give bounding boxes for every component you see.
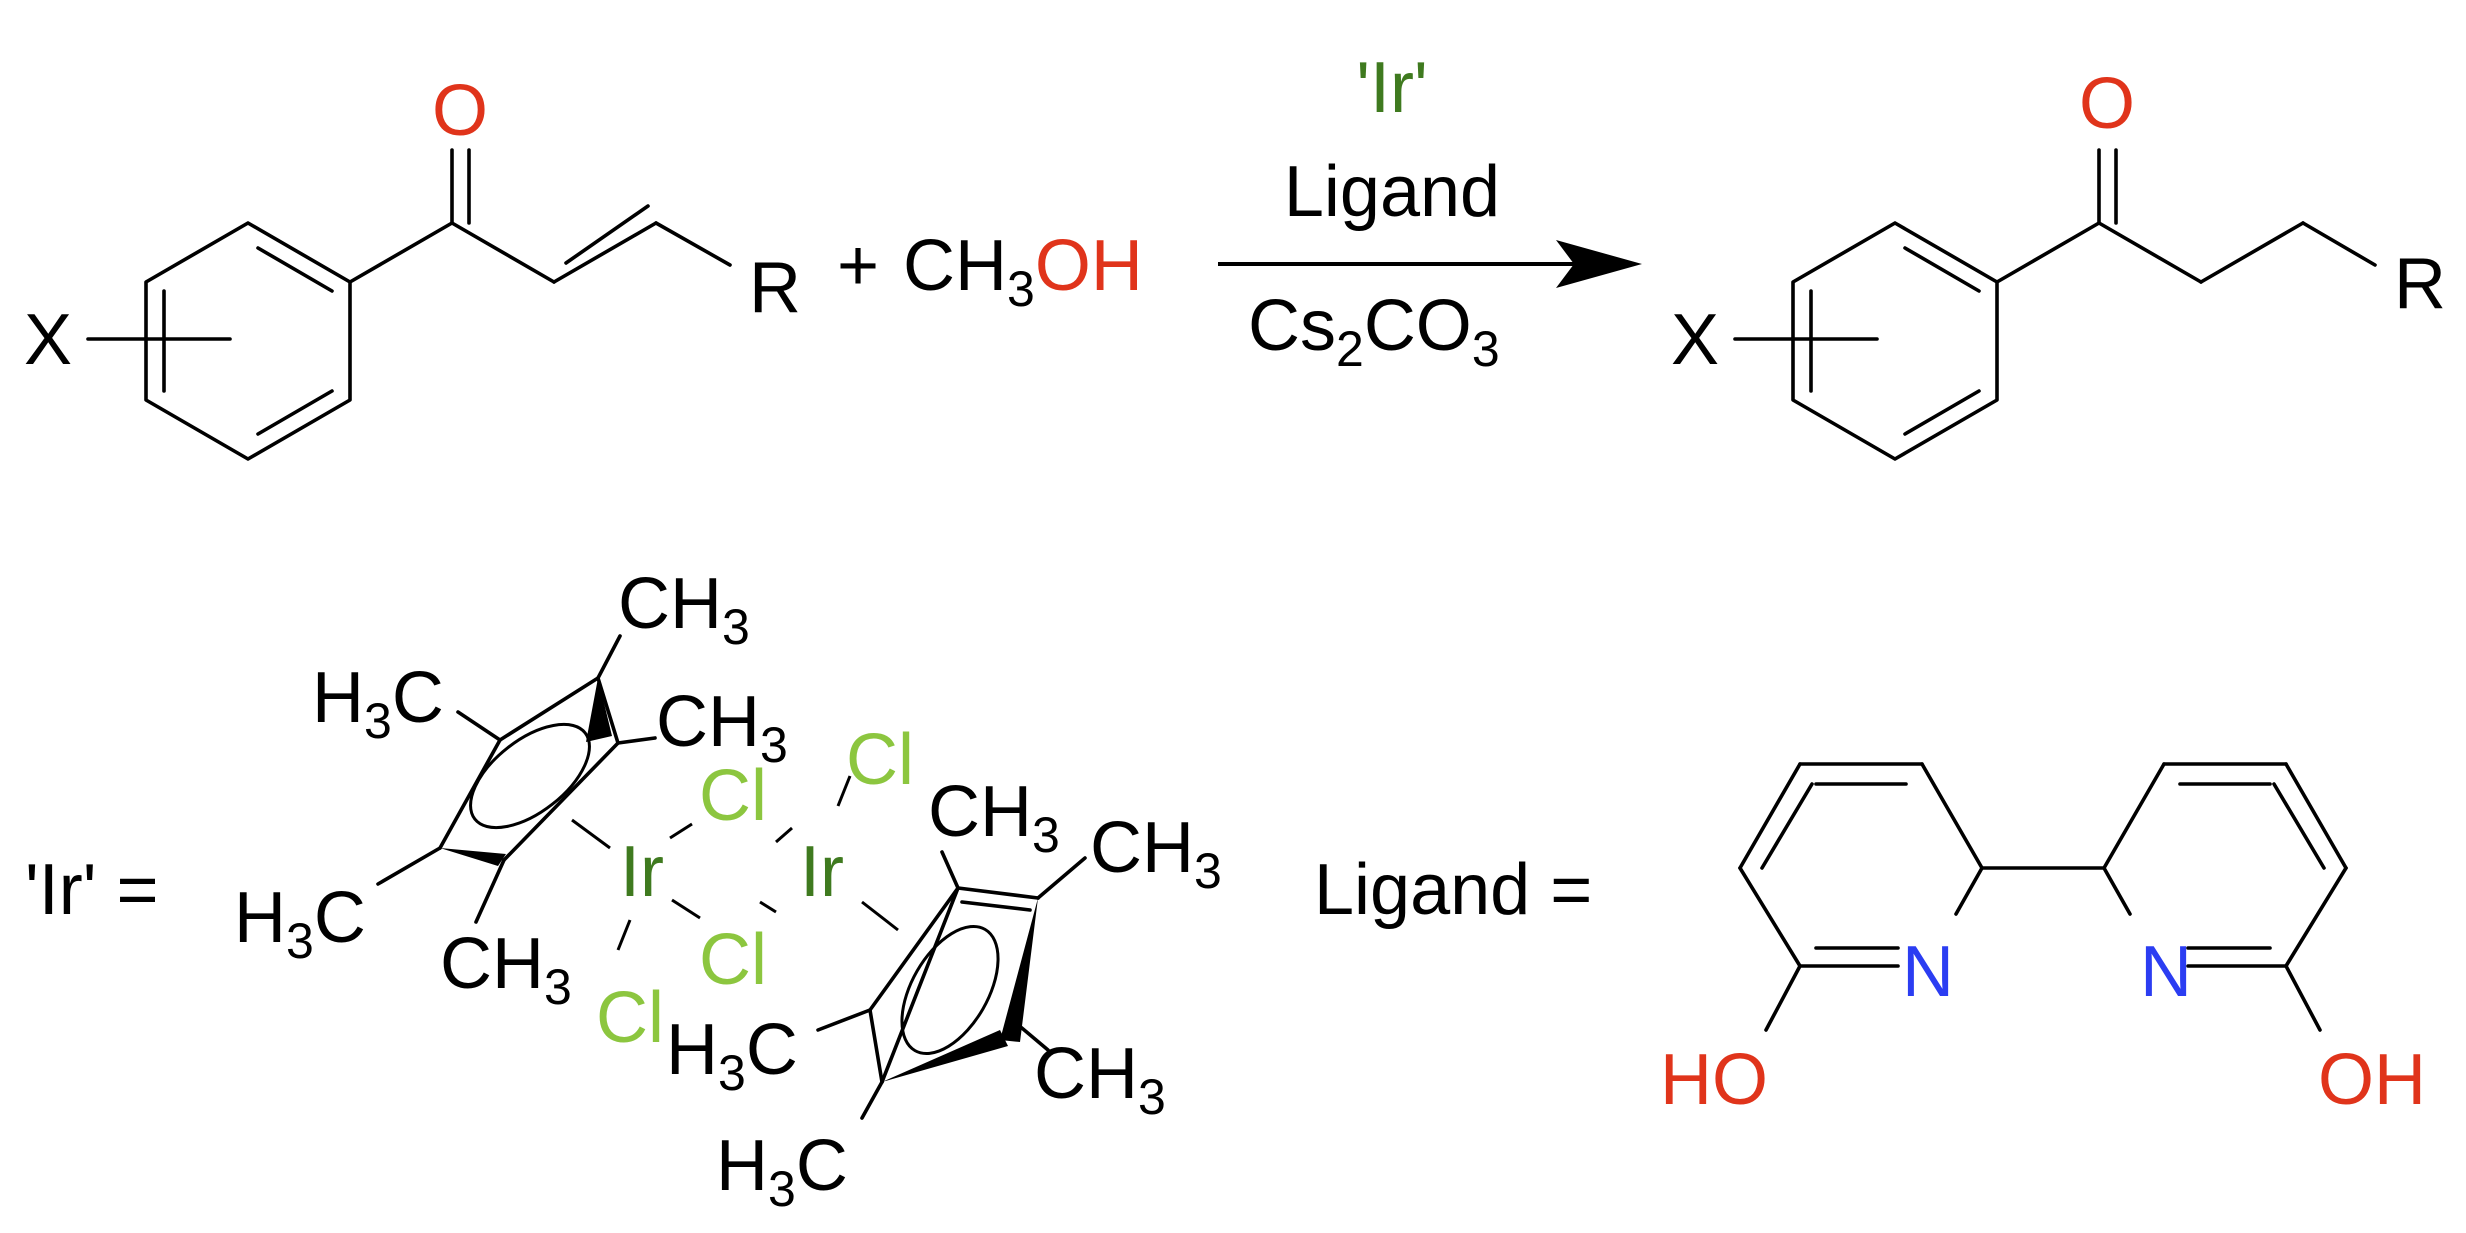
reactant-x-substituent: X [24,300,72,380]
methyl-label: CH3 [618,564,750,655]
base-co: CO [1364,286,1472,366]
iridium-atom-left: Ir [620,832,664,912]
base-sub-2: 2 [1336,321,1364,377]
base-sub-3: 3 [1472,321,1500,377]
base-formula: Cs2CO3 [1248,286,1500,377]
nitrogen-atom-left: N [1902,932,1954,1012]
ligand-definition-label: Ligand = [1314,850,1592,930]
pyridine-ring-left [1738,762,1984,968]
chloride-bridge-top: Cl [699,756,767,836]
reactant-oxygen-label: O [432,71,488,151]
bipyridinediol-structure: N N HO OH [1660,762,2426,1120]
product-ketone: O X R [1671,64,2446,461]
methyl-label: CH3 [928,772,1060,863]
base-cs: Cs [1248,286,1336,366]
methanol-formula: CH3OH [903,226,1143,317]
catalyst-label: 'Ir' [1356,48,1427,128]
hydroxyl-label-left: HO [1660,1040,1768,1120]
methyl-label: H3C [312,658,444,749]
hydroxyl-label-right: OH [2318,1040,2426,1120]
iridium-dimer-structure: Ir Ir Cl Cl Cl Cl CH3 H3C CH3 H3C CH3 CH… [234,564,1222,1217]
methyl-label: H3C [666,1010,798,1101]
ir-definition-label: 'Ir' = [25,850,159,930]
iridium-atom-right: Ir [800,832,844,912]
reactant-enone: O X R [24,71,801,461]
methyl-label: H3C [234,878,366,969]
ir-cl-bridge-bonds [571,775,899,951]
reactant-r-group: R [749,248,801,328]
cp-ring-lower [816,850,1087,1120]
product-benzene-ring [1791,221,1999,461]
product-oxygen-label: O [2079,64,2135,144]
nitrogen-atom-right: N [2140,932,2192,1012]
methanol-carbon: CH [903,226,1007,306]
methyl-label: CH3 [440,924,572,1015]
methanol-hydroxyl: OH [1035,226,1143,306]
product-r-group: R [2394,244,2446,324]
cp-ring-upper [376,634,657,924]
chloride-bridge-bottom: Cl [699,920,767,1000]
chloride-terminal-left: Cl [596,978,664,1058]
methyl-label: H3C [716,1126,848,1217]
reactant-benzene-ring [144,221,352,461]
pyridine-ring-right [2102,762,2348,968]
product-x-substituent: X [1671,300,1719,380]
methyl-label: CH3 [656,682,788,773]
chloride-terminal-right: Cl [846,720,914,800]
reaction-arrow [1218,240,1642,288]
methyl-label: CH3 [1090,808,1222,899]
plus-sign: + [837,226,879,306]
methanol-subscript: 3 [1007,261,1035,317]
methyl-label: CH3 [1034,1034,1166,1125]
ligand-condition-label: Ligand [1284,152,1500,232]
